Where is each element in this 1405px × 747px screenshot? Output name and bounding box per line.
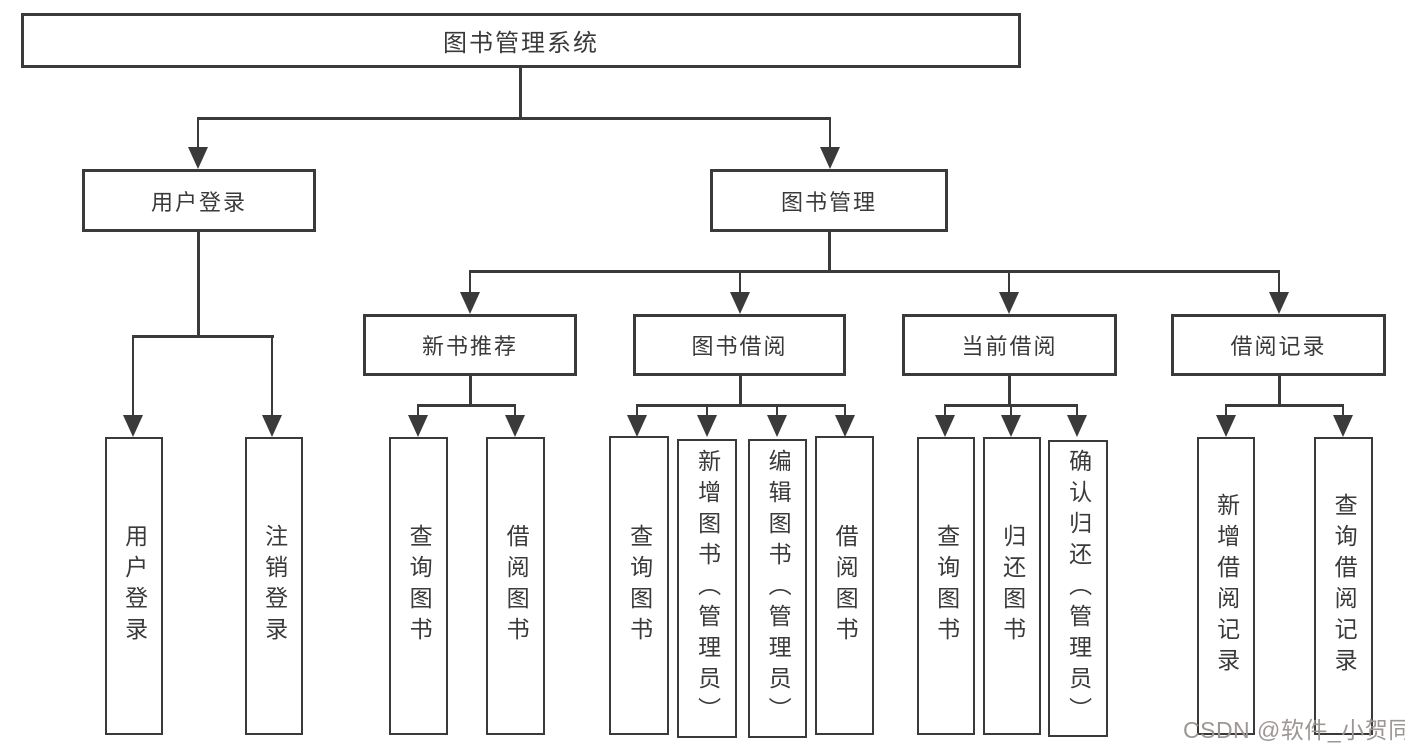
node-edit-book-admin: 编辑图书（管理员） [748,439,807,738]
connector-arrow-down [1001,404,1021,437]
node-label: 图书管理 [780,189,877,215]
node-label: 确认归还（管理员） [1065,449,1092,728]
node-label: 查询图书 [933,524,960,648]
node-borrow-books-recommend: 借阅图书 [486,437,545,735]
connector-arrow-down [730,270,750,314]
node-borrowing-records: 借阅记录 [1171,314,1386,376]
node-query-borrow-record: 查询借阅记录 [1314,437,1373,735]
node-label: 借阅记录 [1230,334,1327,359]
node-label: 查询图书 [626,523,653,648]
connector-arrow-down [262,335,282,437]
connector-line [469,376,472,406]
connector-line [1278,376,1281,406]
connector-arrow-down [627,404,647,437]
connector-arrow-down [1216,404,1236,437]
node-label: 图书借阅 [691,334,788,359]
node-current-borrowing: 当前借阅 [902,314,1117,376]
node-add-book-admin: 新增图书（管理员） [677,439,737,738]
connector-line [637,404,845,407]
node-label: 借阅图书 [503,524,530,648]
node-label: 注销登录 [261,524,288,648]
node-label: 查询借阅记录 [1331,493,1358,679]
node-label: 用户登录 [121,524,148,648]
node-label: 用户登录 [150,189,247,215]
node-return-books: 归还图书 [983,437,1041,735]
node-library-management-system: 图书管理系统 [21,13,1021,68]
node-query-books-recommend: 查询图书 [389,437,448,735]
connector-arrow-down [505,404,525,437]
connector-line [519,68,522,119]
connector-arrow-down [697,404,717,437]
connector-arrow-down [767,404,787,437]
node-label: 当前借阅 [961,334,1058,359]
connector-arrow-down [820,117,840,169]
connector-line [1226,404,1344,407]
node-label: 编辑图书（管理员） [765,449,792,728]
node-book-borrowing: 图书借阅 [633,314,846,376]
connector-arrow-down [835,404,855,437]
node-add-borrow-record: 新增借阅记录 [1197,437,1255,735]
node-label: 借阅图书 [832,523,859,648]
connector-line [470,270,1280,273]
node-confirm-return-admin: 确认归还（管理员） [1048,440,1108,737]
node-borrow-books: 借阅图书 [815,436,874,735]
connector-line [828,232,831,272]
connector-line [197,232,200,337]
connector-arrow-down [460,270,480,314]
connector-line [197,117,831,120]
csdn-watermark: CSDN @软件_小贺同学 [1183,717,1405,743]
node-label: 新增借阅记录 [1213,493,1240,679]
node-book-management: 图书管理 [710,169,948,232]
connector-arrow-down [1333,404,1353,437]
connector-arrow-down [935,404,955,437]
connector-arrow-down [123,335,143,437]
connector-arrow-down [1067,404,1087,437]
node-user-login: 用户登录 [82,169,316,232]
node-label: 查询图书 [406,524,433,648]
connector-line [133,335,274,338]
node-query-books-borrowing: 查询图书 [609,436,669,735]
node-label: 新增图书（管理员） [694,449,721,728]
node-new-book-recommendation: 新书推荐 [363,314,577,376]
node-logout: 注销登录 [245,437,303,735]
node-user-login-action: 用户登录 [105,437,163,735]
connector-arrow-down [408,404,428,437]
connector-line [418,404,516,407]
node-label: 图书管理系统 [443,30,599,57]
connector-arrow-down [1269,270,1289,314]
node-label: 新书推荐 [421,334,518,359]
connector-line [1008,376,1011,406]
node-query-books-current: 查询图书 [917,437,975,735]
connector-arrow-down [188,117,208,169]
connector-arrow-down [999,270,1019,314]
node-label: 归还图书 [999,524,1026,648]
connector-line [739,376,742,406]
